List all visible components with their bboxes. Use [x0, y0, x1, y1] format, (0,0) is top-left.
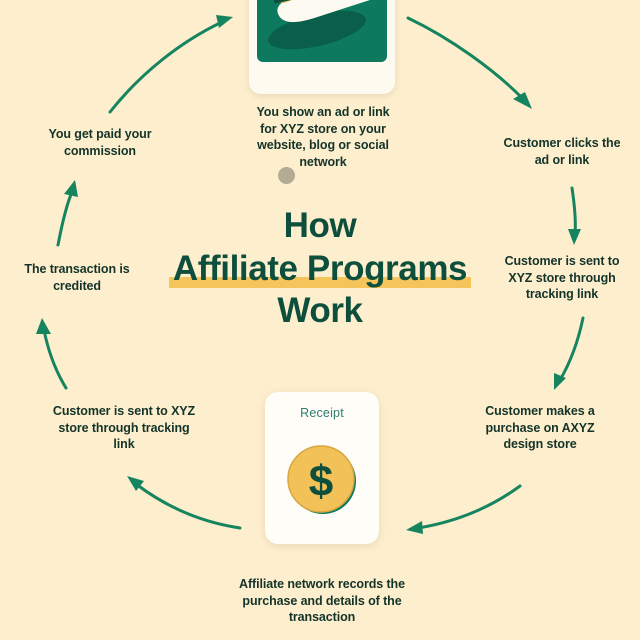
step-label-customer-clicks: Customer clicks the ad or link [503, 136, 621, 167]
arrow-bottom-left [127, 476, 242, 530]
title-line-2-text: Affiliate Programs [172, 248, 468, 288]
title-line-2-highlighted: Affiliate Programs [168, 248, 472, 291]
arrow-right-lower [554, 316, 585, 390]
title-line-3: Work [277, 291, 363, 331]
arrow-top-left [108, 15, 233, 114]
step-label-get-paid: You get paid your commission [48, 127, 152, 158]
step-label-makes-purchase: Customer makes a purchase on AXYZ design… [485, 404, 595, 451]
step-label-network-records: Affiliate network records the purchase a… [239, 577, 405, 624]
step-label-transaction-credited: The transaction is credited [24, 262, 130, 293]
product-image-card [249, 0, 395, 94]
arrow-left-upper [56, 180, 78, 247]
step-label-sent-to-store-right: Customer is sent to XYZ store through tr… [504, 254, 620, 301]
sneaker-icon [257, 0, 387, 62]
step-label-show-ad: You show an ad or link for XYZ store on … [256, 105, 390, 169]
receipt-label: Receipt [300, 406, 344, 420]
arrow-right-upper [568, 186, 581, 245]
coin-dollar-sign: $ [309, 457, 333, 506]
receipt-card: Receipt $ [265, 392, 379, 544]
arrow-bottom-right [406, 484, 522, 534]
decorative-dot [278, 167, 295, 184]
arrow-top-right [406, 16, 532, 109]
coin-icon: $ [286, 444, 358, 516]
step-label-sent-to-store-left: Customer is sent to XYZ store through tr… [52, 404, 196, 451]
page-title: How Affiliate Programs Work [110, 205, 530, 333]
arrow-left-lower [36, 318, 68, 390]
title-line-1: How [283, 206, 357, 245]
